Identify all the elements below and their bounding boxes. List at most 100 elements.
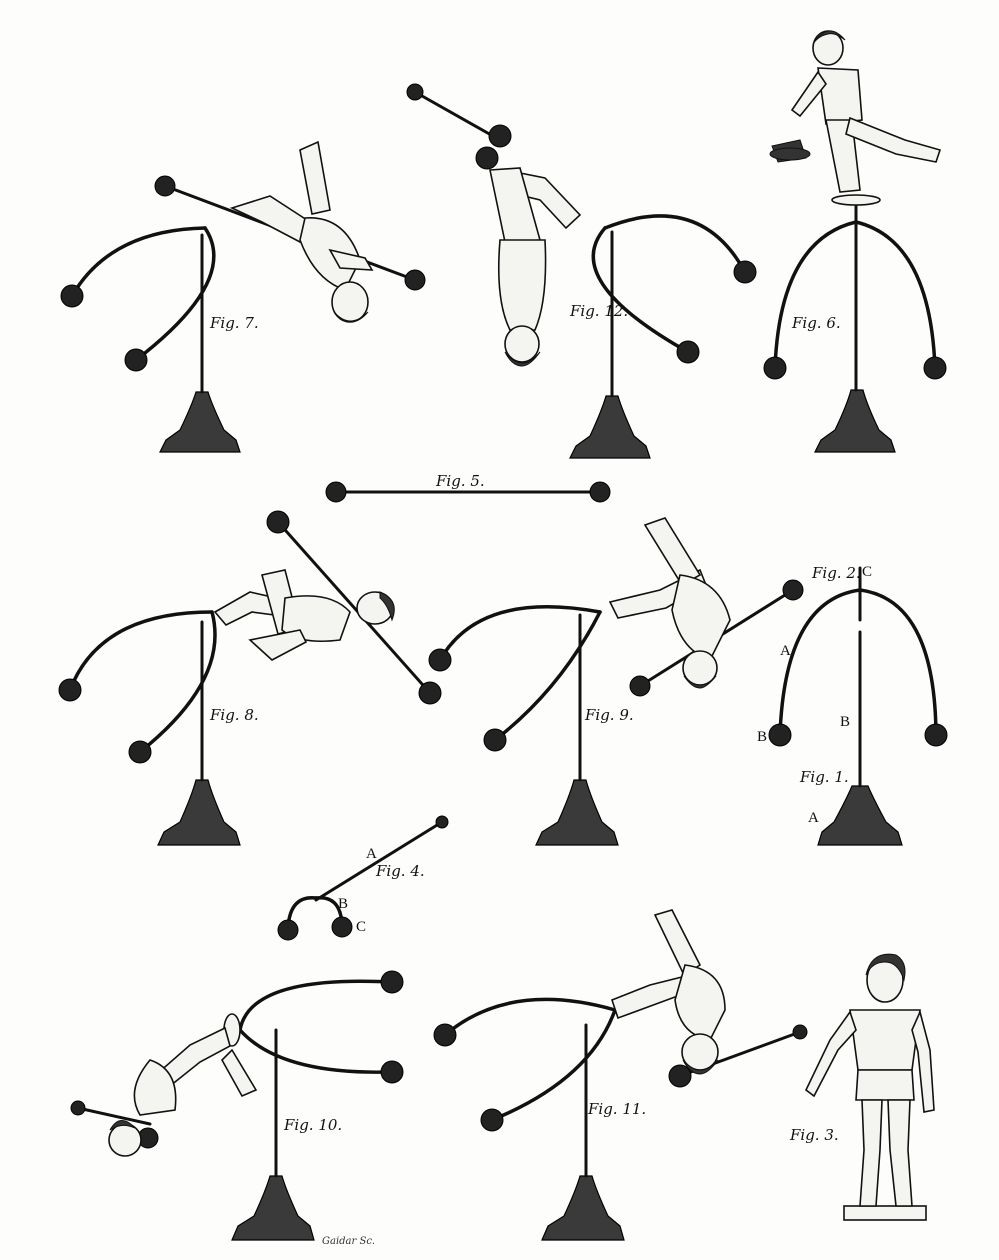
fig-11-label: Fig. 11. <box>587 1100 646 1118</box>
engraver-signature: Gaidar Sc. <box>322 1236 375 1247</box>
fig-6-balancer: Fig. 6. <box>763 30 947 453</box>
fig-12-ball <box>488 124 512 148</box>
fig-7-ball <box>60 284 84 308</box>
fig-9-base <box>535 779 619 846</box>
fig-9-label: Fig. 9. <box>584 706 634 724</box>
fig-8-ball <box>58 678 82 702</box>
fig-3-torso <box>849 1009 921 1071</box>
fig-8-ball <box>266 510 290 534</box>
fig-8-wire-left <box>68 610 214 692</box>
fig-3-jointed-figure: Fig. 3. <box>789 953 935 1221</box>
fig-4-label: Fig. 4. <box>375 862 425 880</box>
fig-11-acrobat <box>611 909 726 1075</box>
fig-6-base <box>814 389 896 453</box>
fig-10-ball <box>380 1060 404 1084</box>
fig-8-pole <box>276 520 432 695</box>
fig-10-pole <box>76 1106 152 1126</box>
fig-11-ball <box>792 1024 808 1040</box>
fig-8-acrobat <box>213 569 395 661</box>
fig-8-ball <box>128 740 152 764</box>
fig-2-wire-right <box>858 588 938 737</box>
fig-4-ball <box>331 916 353 938</box>
fig-12-label: Fig. 12. <box>569 302 628 320</box>
fig-9-ball <box>629 675 651 697</box>
fig-1-stand: B Fig. 1. A <box>799 630 903 846</box>
fig-8-wire-right <box>138 610 217 754</box>
fig-7-label: Fig. 7. <box>209 314 259 332</box>
fig-7-balancer: Fig. 7. <box>60 140 426 453</box>
fig-6-wire-left <box>773 220 858 370</box>
fig-12-balancer: Fig. 12. <box>406 83 757 459</box>
fig-10-balancer: Fig. 10. <box>70 970 404 1241</box>
fig-12-acrobat <box>489 167 582 367</box>
fig-6-ball <box>923 356 947 380</box>
fig-10-wire-top <box>238 979 392 1032</box>
fig-3-leg-left <box>859 1099 883 1207</box>
fig-2-letter-c: C <box>862 564 872 580</box>
fig-4-rod <box>314 820 444 902</box>
fig-9-balancer: Fig. 9. <box>428 517 804 846</box>
fig-2-ball <box>768 723 792 747</box>
fig-3-hips <box>855 1069 915 1101</box>
fig-4-diagram: A Fig. 4. B C <box>277 815 449 941</box>
fig-4-letter-c: C <box>356 919 366 935</box>
fig-7-wire-right <box>134 226 216 362</box>
fig-6-wire-right <box>854 220 937 370</box>
fig-12-wire-left <box>591 226 690 354</box>
fig-12-wire-right <box>603 214 747 274</box>
fig-11-ball <box>433 1023 457 1047</box>
fig-12-ball <box>406 83 424 101</box>
fig-3-pedestal <box>843 1205 927 1221</box>
fig-5-ball <box>589 481 611 503</box>
fig-5-ball <box>325 481 347 503</box>
fig-6-ball <box>763 356 787 380</box>
fig-1-label: Fig. 1. <box>799 768 849 786</box>
fig-2-letter-b: B <box>757 729 767 745</box>
fig-10-ball <box>70 1100 86 1116</box>
fig-4-letter-b: B <box>338 896 348 912</box>
fig-9-acrobat <box>608 517 731 689</box>
fig-9-ball <box>483 728 507 752</box>
fig-2-letter-a: A <box>780 643 791 659</box>
fig-10-acrobat <box>108 1013 258 1157</box>
fig-9-wire-right <box>493 610 602 742</box>
fig-10-wire-bottom <box>238 1028 392 1074</box>
fig-2-diagram: Fig. 2. C A B <box>757 564 948 747</box>
fig-8-balancer: Fig. 8. <box>58 510 442 846</box>
fig-7-wire-left <box>70 226 207 298</box>
fig-9-ball <box>782 579 804 601</box>
fig-1-letter-a: A <box>808 810 819 826</box>
fig-3-arm-right <box>911 1009 935 1113</box>
fig-12-ball <box>676 340 700 364</box>
fig-6-man-with-hat <box>769 30 942 193</box>
fig-2-wire-left <box>778 588 862 737</box>
fig-4-ball <box>277 919 299 941</box>
fig-8-label: Fig. 8. <box>209 706 259 724</box>
fig-11-wire-right <box>490 1008 617 1122</box>
fig-12-ball <box>733 260 757 284</box>
fig-4-ball <box>435 815 449 829</box>
fig-11-ball <box>668 1064 692 1088</box>
fig-7-acrobat <box>229 140 374 323</box>
fig-8-base <box>157 779 241 846</box>
fig-10-ball <box>380 970 404 994</box>
fig-9-ball <box>428 648 452 672</box>
fig-9-wire-left <box>438 605 602 662</box>
fig-7-ball <box>404 269 426 291</box>
fig-3-arm-left <box>804 1010 857 1098</box>
fig-11-balancer: Fig. 11. <box>433 909 808 1241</box>
fig-6-platform <box>831 194 881 206</box>
fig-10-label: Fig. 10. <box>283 1116 342 1134</box>
fig-7-base <box>159 391 241 453</box>
fig-4-letter-a: A <box>366 846 377 862</box>
fig-3-hair <box>865 953 906 982</box>
fig-2-ball <box>924 723 948 747</box>
fig-7-ball <box>124 348 148 372</box>
fig-7-ball <box>154 175 176 197</box>
fig-11-wire-left <box>443 997 617 1037</box>
fig-3-leg-right <box>887 1099 913 1207</box>
fig-5-rod: Fig. 5. <box>325 472 611 503</box>
fig-5-label: Fig. 5. <box>435 472 485 490</box>
fig-11-ball <box>480 1108 504 1132</box>
